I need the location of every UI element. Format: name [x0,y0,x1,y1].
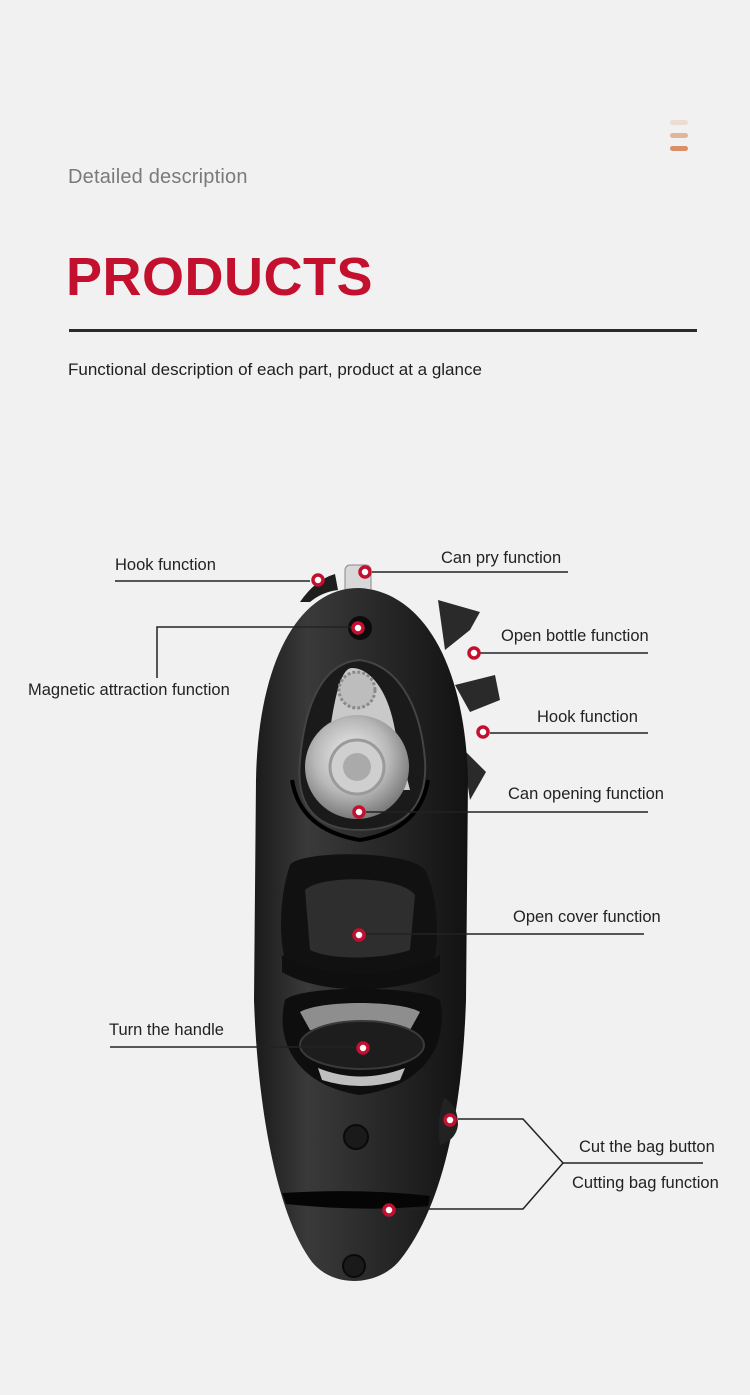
decorative-bar [670,133,688,138]
marker-cutting-bag [382,1203,396,1217]
callout-label-open-cover: Open cover function [513,908,661,926]
marker-hook-top [311,573,325,587]
callout-label-can-pry: Can pry function [441,549,562,567]
marker-hook-side [476,725,490,739]
callout-label-can-opening: Can opening function [508,785,664,803]
callout-label-cutting-bag: Cutting bag function [572,1174,719,1192]
callout-lines [110,571,703,1210]
callout-label-hook-top: Hook function [115,556,216,574]
decorative-bar [670,120,688,125]
callout-label-turn-handle: Turn the handle [109,1021,224,1039]
side-fins [438,600,500,800]
marker-magnet [351,621,365,635]
callout-label-hook-side: Hook function [537,708,638,726]
marker-can-pry [358,565,372,579]
callout-label-magnetic: Magnetic attraction function [28,681,230,699]
marker-open-bottle [467,646,481,660]
callout-label-open-bottle: Open bottle function [501,627,649,645]
decorative-bar [670,146,688,151]
marker-open-cover [352,928,366,942]
callout-label-cut-bag-button: Cut the bag button [579,1138,715,1156]
tagline: Functional description of each part, pro… [68,360,482,379]
divider [69,329,697,332]
page-title: PRODUCTS [66,247,374,307]
callout-markers [311,565,490,1217]
section-subtitle: Detailed description [68,166,248,188]
marker-turn-handle [356,1041,370,1055]
decorative-bars [670,120,688,154]
marker-cut-bag-button [443,1113,457,1127]
marker-can-opening [352,805,366,819]
